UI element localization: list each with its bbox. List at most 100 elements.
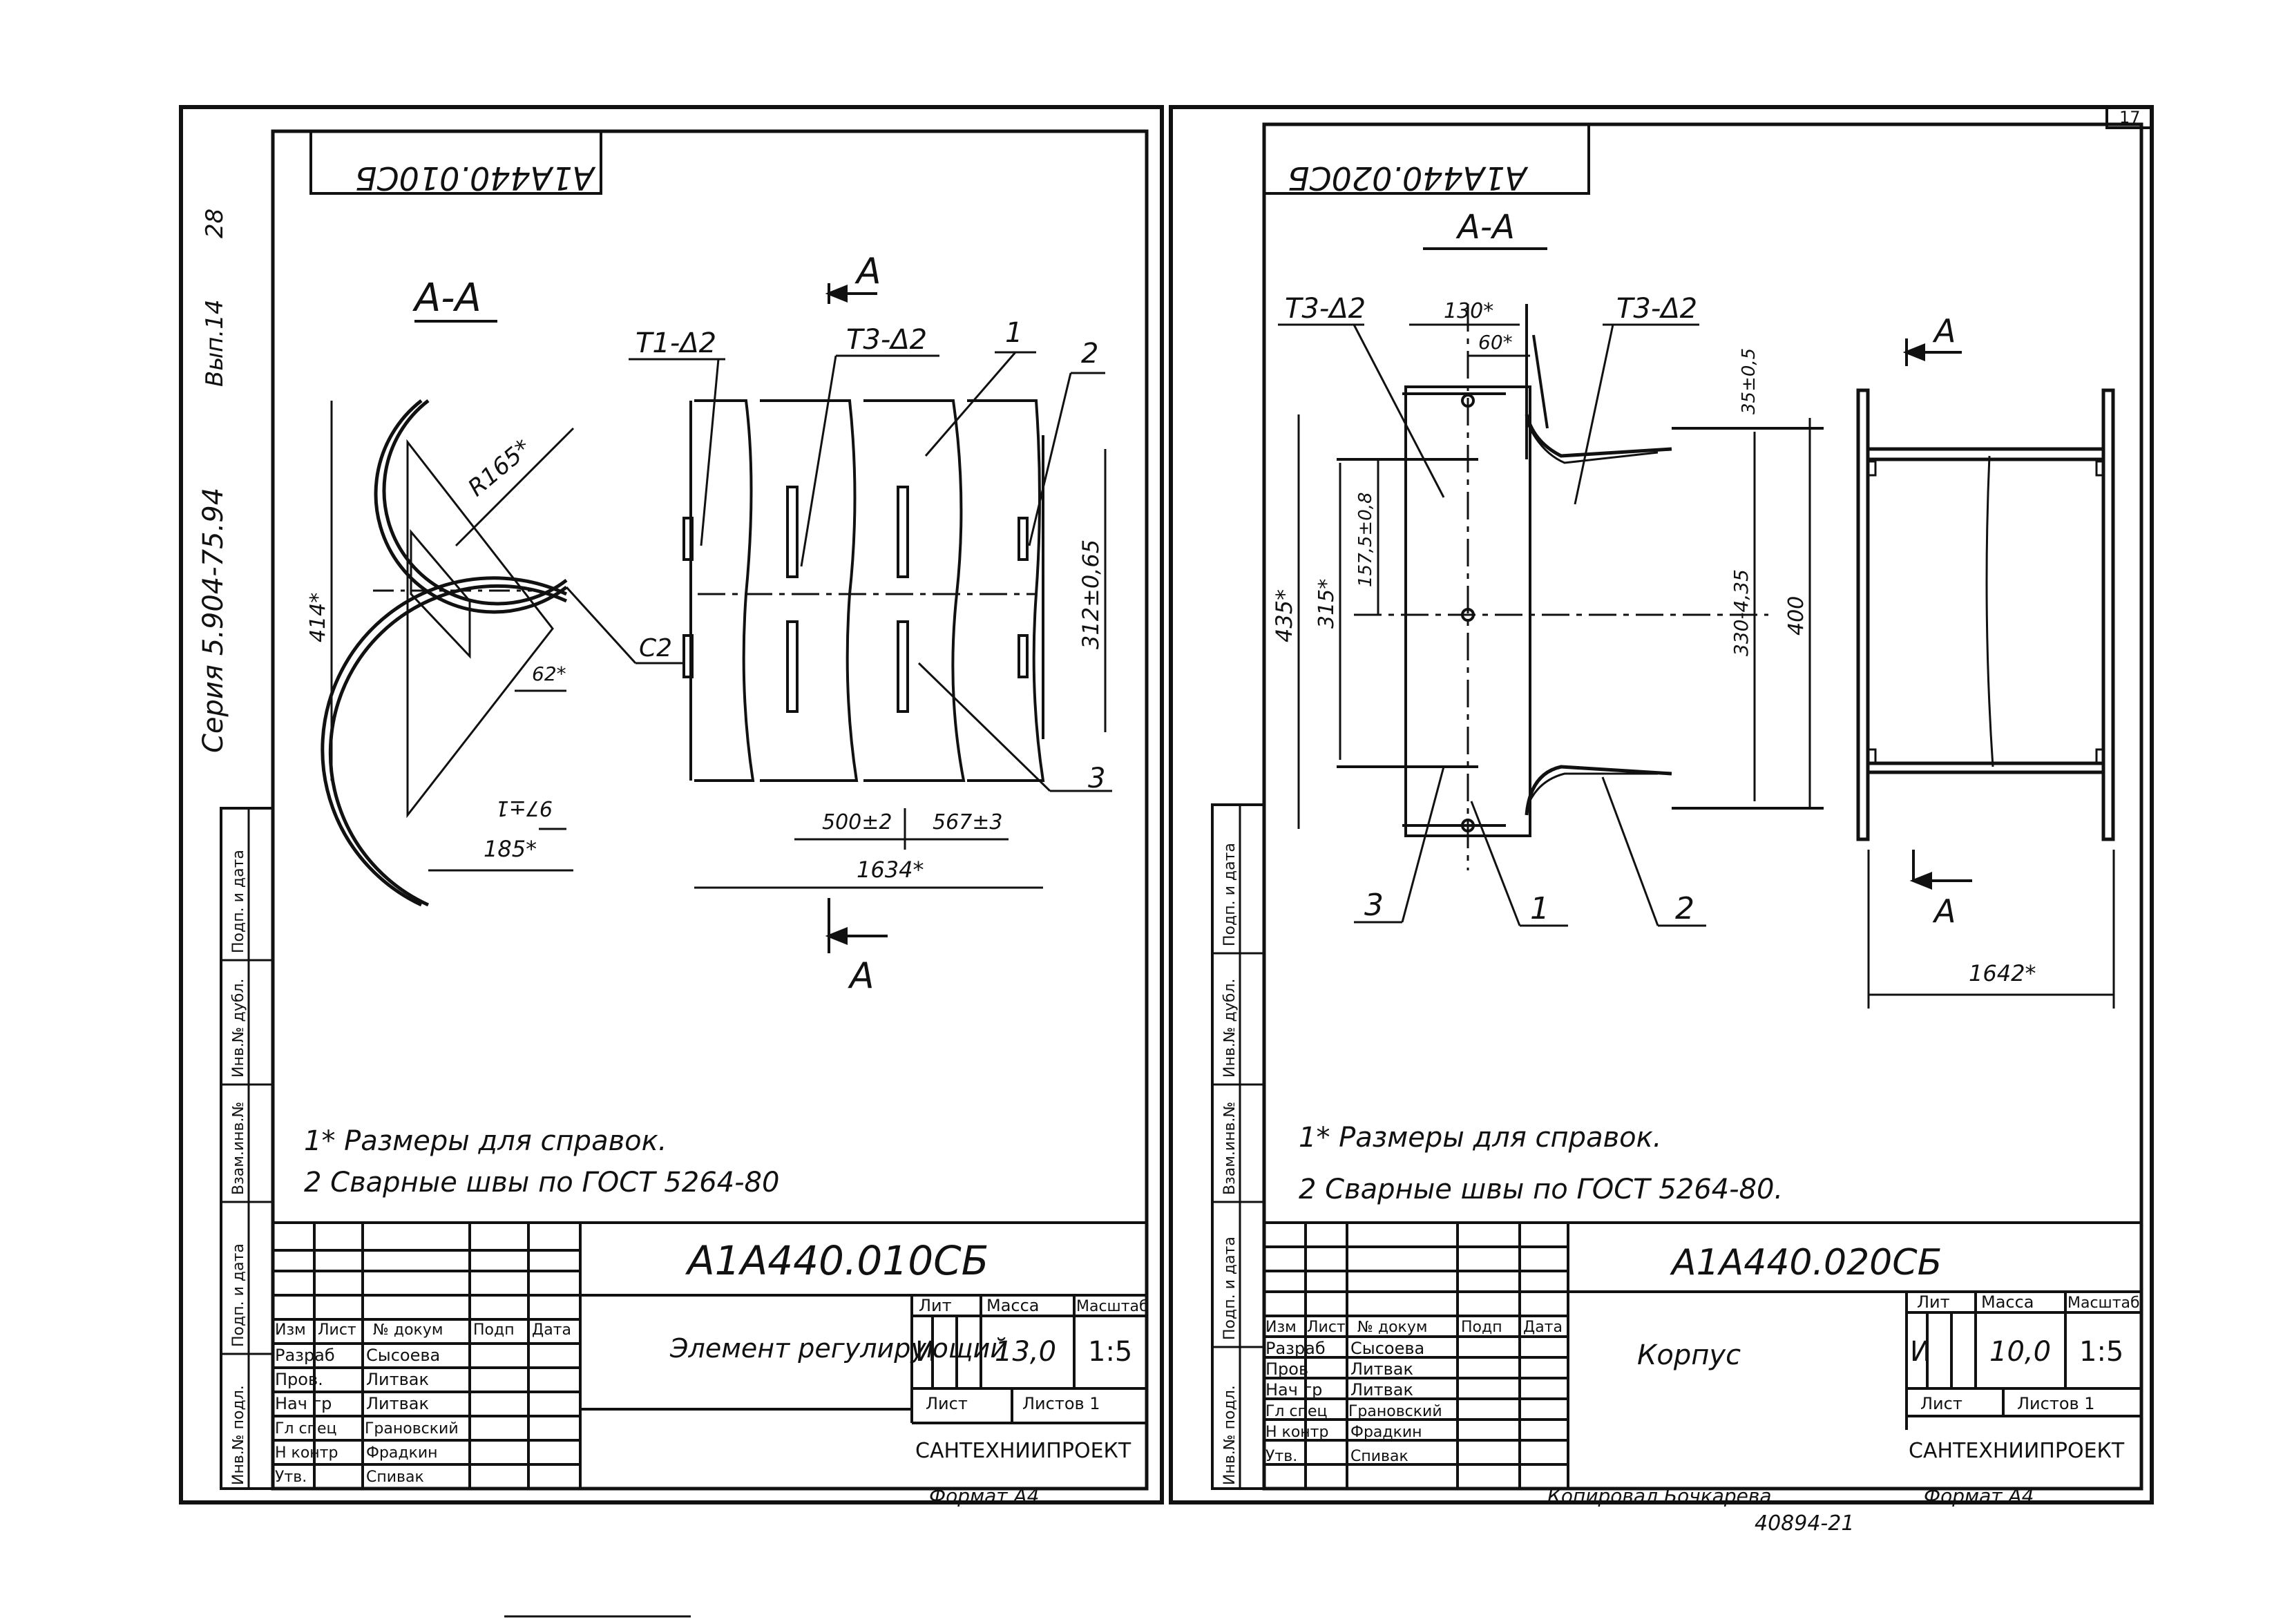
right-hdr-izm: Изм	[1265, 1319, 1297, 1336]
right-designation: А1А440.020СБ	[1670, 1242, 1942, 1283]
left-cut-marks	[825, 283, 888, 953]
left-dim-312: 312±0,65	[1078, 539, 1104, 649]
left-person-2: Литвак	[366, 1394, 429, 1413]
left-dim-567: 567±3	[933, 810, 1002, 834]
left-section-label: А-А	[412, 276, 481, 321]
right-dim-35: 35±0,5	[1739, 348, 1759, 414]
r-margin-label-dup-inv: Инв.№ дубл.	[1221, 978, 1239, 1078]
left-dim-radius: R165*	[463, 434, 537, 501]
left-weld-c2: С2	[639, 634, 672, 662]
right-scale-label: Масштаб	[2067, 1295, 2140, 1312]
left-dim-1634: 1634*	[857, 857, 924, 883]
left-role-2: Нач гр	[275, 1394, 332, 1413]
margin-label-orig-inv: Инв.№ подл.	[230, 1385, 247, 1485]
left-mass-label: Масса	[986, 1296, 1040, 1315]
left-dim-97: 97±1	[496, 796, 553, 820]
right-cut-mark-top: А	[1932, 312, 1956, 350]
left-sheet-outer-frame	[179, 105, 1164, 1504]
left-hdr-list: Лист	[318, 1321, 356, 1339]
right-role-4: Н контр	[1265, 1424, 1328, 1441]
right-dim-315: 315*	[1315, 579, 1339, 629]
stamp-number: 28	[201, 209, 229, 238]
right-person-5: Спивак	[1350, 1448, 1408, 1465]
right-sheets-label: Листов 1	[2017, 1394, 2095, 1413]
margin-label-sign-date-2: Подп. и дата	[230, 1243, 247, 1347]
left-person-5: Спивак	[366, 1469, 424, 1486]
left-role-5: Утв.	[275, 1469, 307, 1486]
right-role-1: Пров	[1265, 1359, 1308, 1379]
right-org: САНТЕХНИИПРОЕКТ	[1909, 1439, 2125, 1463]
right-person-4: Фрадкин	[1350, 1424, 1422, 1441]
left-cut-mark-bottom: А	[848, 955, 875, 997]
right-dim-60: 60*	[1478, 331, 1513, 354]
right-callout-2: 2	[1675, 891, 1694, 926]
right-weld-t3-left: Т3-Δ2	[1285, 293, 1366, 325]
right-lit: И	[1910, 1336, 1931, 1368]
left-margin-strip: Подп. и дата Инв.№ дубл. Взам.инв.№ Подп…	[220, 807, 274, 1490]
r-margin-label-sign-date-1: Подп. и дата	[1221, 843, 1239, 946]
left-note-1: 1* Размеры для справок.	[304, 1125, 667, 1157]
left-callout-1: 1	[1005, 317, 1022, 349]
left-note-2: 2 Сварные швы по ГОСТ 5264-80	[304, 1167, 779, 1198]
left-callout-2: 2	[1081, 338, 1098, 370]
left-dim-500: 500±2	[822, 810, 892, 834]
left-dim-62: 62*	[532, 662, 566, 685]
left-dim-185: 185*	[484, 836, 537, 862]
right-sheet-label: Лист	[1920, 1394, 1962, 1413]
right-dim-400: 400	[1784, 596, 1808, 636]
right-sheet-inner-frame	[1262, 122, 2143, 1491]
right-side-view	[1856, 388, 2115, 841]
right-title-block-text: А1А440.020СБ Корпус Изм Лист № докум Под…	[1265, 1242, 2140, 1465]
left-lit: И	[915, 1336, 936, 1368]
left-sheet: А1А440.010СБ А-А 414* R165* 185* 97±1 62…	[271, 130, 1149, 1507]
doc-number-note: 40894-21	[1755, 1511, 1854, 1536]
left-role-0: Разраб	[275, 1346, 335, 1365]
left-part-name: Элемент регулирующий	[669, 1333, 1007, 1364]
right-title-block	[1263, 1221, 2143, 1490]
right-part-name: Корпус	[1637, 1339, 1741, 1371]
right-role-0: Разраб	[1265, 1339, 1326, 1358]
right-hdr-list: Лист	[1307, 1319, 1346, 1336]
left-org: САНТЕХНИИПРОЕКТ	[915, 1439, 1131, 1463]
left-strip-frame	[220, 807, 274, 1490]
left-hdr-doc: № докум	[373, 1321, 443, 1339]
right-callout-1: 1	[1530, 891, 1549, 926]
left-person-1: Литвак	[366, 1370, 429, 1389]
right-lit-label: Лит	[1917, 1292, 1950, 1312]
right-dim-435: 435*	[1271, 589, 1297, 642]
right-mass-label: Масса	[1981, 1292, 2034, 1312]
left-hdr-sign: Подп	[473, 1321, 515, 1339]
right-cut-mark-bottom: А	[1932, 892, 1956, 930]
left-mirrored-code: А1А440.010СБ	[355, 160, 596, 197]
left-role-4: Н контр	[275, 1444, 338, 1462]
right-role-3: Гл спец	[1265, 1403, 1327, 1420]
left-weld-t1: Т1-Δ2	[636, 327, 716, 359]
sheet-frames	[179, 105, 2154, 1504]
right-dim-330: 330-4,35	[1730, 569, 1752, 656]
right-dim-1642: 1642*	[1969, 960, 2036, 986]
right-mass: 10,0	[1989, 1336, 2051, 1368]
left-mass: 13,0	[995, 1336, 1056, 1368]
margin-label-replace-inv: Взам.инв.№	[230, 1102, 247, 1195]
left-person-0: Сысоева	[366, 1346, 440, 1365]
r-margin-label-replace-inv: Взам.инв.№	[1221, 1102, 1239, 1195]
left-main-view	[682, 399, 1045, 782]
left-lit-label: Лит	[919, 1296, 952, 1315]
right-section-label: А-А	[1455, 208, 1515, 247]
right-note-1: 1* Размеры для справок.	[1299, 1122, 1662, 1154]
right-hdr-doc: № докум	[1357, 1319, 1427, 1336]
right-sheet-outer-frame	[1169, 105, 2154, 1504]
left-title-block	[271, 1221, 1148, 1490]
left-callout-3: 3	[1088, 763, 1105, 794]
left-dim-414: 414*	[306, 593, 330, 642]
right-person-0: Сысоева	[1350, 1339, 1424, 1358]
left-mirrored-code-box	[309, 130, 602, 195]
left-person-4: Фрадкин	[366, 1444, 438, 1462]
right-person-2: Литвак	[1350, 1380, 1413, 1399]
left-section-view	[321, 399, 575, 907]
right-strip-frame	[1211, 803, 1265, 1490]
page-number-box	[2105, 106, 2153, 129]
right-note-2: 2 Сварные швы по ГОСТ 5264-80.	[1299, 1174, 1783, 1205]
copied-by-note: Копировал Бочкарева	[1547, 1484, 1772, 1507]
left-hdr-izm: Изм	[275, 1321, 306, 1339]
